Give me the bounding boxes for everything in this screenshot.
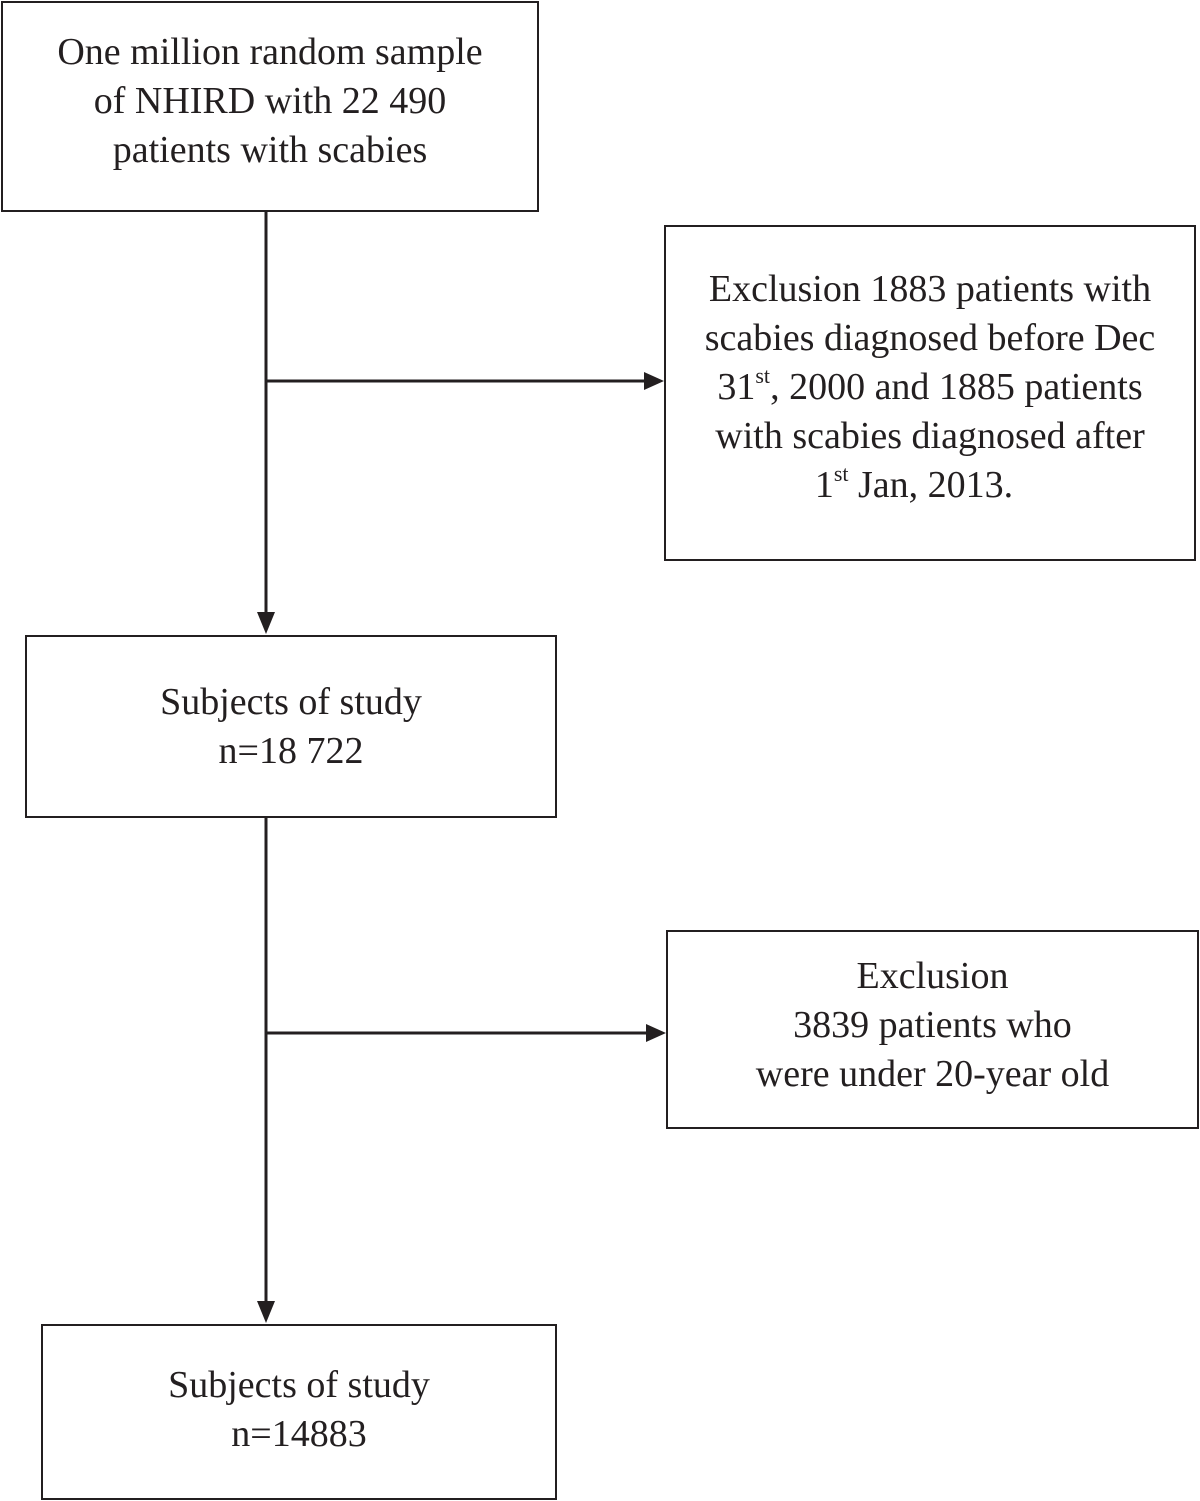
exclusion-1-day-end: 1 (814, 463, 834, 506)
source-line-3: patients with scabies (112, 129, 428, 171)
exclusion-2-line-1: Exclusion (856, 955, 1009, 997)
exclusion-1-line-1: Exclusion 1883 patients with (708, 267, 1152, 310)
exclusion-1-line-5: 1st Jan, 2013. (815, 461, 1045, 510)
source-line-2: of NHIRD with 22 490 (93, 80, 447, 122)
exclusion-1-line-4: with scabies diagnosed after (715, 414, 1145, 457)
arrowhead-exclusion-2 (646, 1024, 666, 1042)
exclusion-date-box: Exclusion 1883 patients with scabies dia… (664, 225, 1196, 561)
subjects-2-title: Subjects of study (168, 1364, 430, 1406)
arrowhead-exclusion-1 (644, 372, 664, 390)
source-line-1: One million random sample (57, 31, 483, 73)
exclusion-1-day-start: 31 (717, 365, 756, 408)
exclusion-1-ordinal-end: st (833, 460, 849, 486)
source-population-box: One million random sample of NHIRD with … (1, 1, 539, 212)
exclusion-1-ordinal-start: st (755, 362, 771, 388)
subjects-1-count: n=18 722 (218, 729, 364, 772)
exclusion-1-line-3-rest: , 2000 and 1885 patients (770, 365, 1143, 408)
exclusion-1-line-2: scabies diagnosed before Dec (704, 316, 1156, 359)
subjects-1-title: Subjects of study (160, 680, 422, 723)
exclusion-2-line-3: were under 20-year old (755, 1053, 1110, 1095)
exclusion-age-box: Exclusion 3839 patients who were under 2… (666, 930, 1199, 1129)
exclusion-2-line-2: 3839 patients who (793, 1004, 1072, 1046)
exclusion-1-line-3: 31st, 2000 and 1885 patients (717, 363, 1142, 412)
exclusion-1-line-5-rest: Jan, 2013. (848, 463, 1014, 506)
subjects-of-study-box-1: Subjects of study n=18 722 (25, 635, 557, 818)
arrowhead-subjects-1 (257, 612, 275, 634)
subjects-of-study-box-2: Subjects of study n=14883 (41, 1324, 557, 1500)
arrowhead-subjects-2 (257, 1301, 275, 1323)
subjects-2-count: n=14883 (231, 1413, 367, 1455)
